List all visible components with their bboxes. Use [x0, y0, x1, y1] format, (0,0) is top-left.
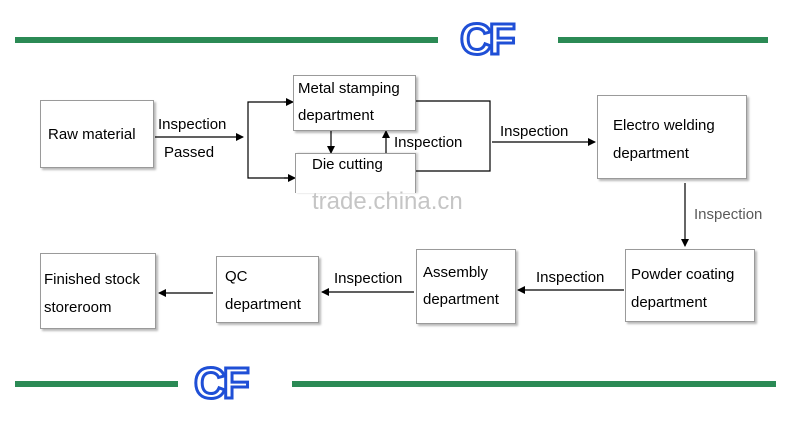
- node-die-cutting-label: Die cutting: [312, 156, 383, 173]
- node-qc-label-2: department: [225, 296, 301, 313]
- edge-merge-bracket: [416, 100, 491, 172]
- label-stamping-die-inspection: Inspection: [394, 134, 463, 151]
- top-logo: CF: [459, 15, 518, 64]
- node-powder-coating: [625, 249, 755, 322]
- node-qc: [216, 256, 319, 323]
- node-finished-stock: [40, 253, 156, 329]
- label-to-welding-inspection: Inspection: [500, 123, 569, 140]
- node-assembly: [416, 249, 516, 324]
- node-powder-coating-label-1: Powder coating: [631, 266, 735, 283]
- watermark: trade.china.cn: [312, 188, 463, 215]
- node-electro-welding: [597, 95, 747, 179]
- node-metal-stamping-label-2: department: [298, 107, 374, 124]
- node-powder-coating-label-2: department: [631, 294, 707, 311]
- top-right-bar: [558, 37, 768, 43]
- node-finished-stock-label-2: storeroom: [44, 299, 112, 316]
- label-assembly-qc-inspection: Inspection: [334, 270, 403, 287]
- node-metal-stamping-label-1: Metal stamping: [298, 80, 400, 97]
- node-finished-stock-label-1: Finished stock: [44, 271, 140, 288]
- edge-split-bracket: [247, 101, 294, 179]
- label-welding-coating-inspection: Inspection: [694, 206, 763, 223]
- label-raw-inspection: Inspection: [158, 116, 227, 133]
- bottom-logo: CF: [193, 359, 252, 408]
- top-left-bar: [15, 37, 438, 43]
- node-qc-label-1: QC: [225, 268, 248, 285]
- node-electro-welding-label-1: Electro welding: [613, 117, 715, 134]
- label-raw-passed: Passed: [164, 144, 215, 161]
- node-assembly-label-1: Assembly: [423, 264, 489, 281]
- node-raw-material-label: Raw material: [48, 126, 136, 143]
- node-metal-stamping: [293, 75, 416, 131]
- bottom-left-bar: [15, 381, 178, 387]
- node-raw-material: [40, 100, 154, 168]
- node-electro-welding-label-2: department: [613, 145, 689, 162]
- node-die-cutting: [295, 153, 416, 193]
- node-assembly-label-2: department: [423, 291, 499, 308]
- bottom-right-bar: [292, 381, 776, 387]
- label-coating-assembly-inspection: Inspection: [536, 269, 605, 286]
